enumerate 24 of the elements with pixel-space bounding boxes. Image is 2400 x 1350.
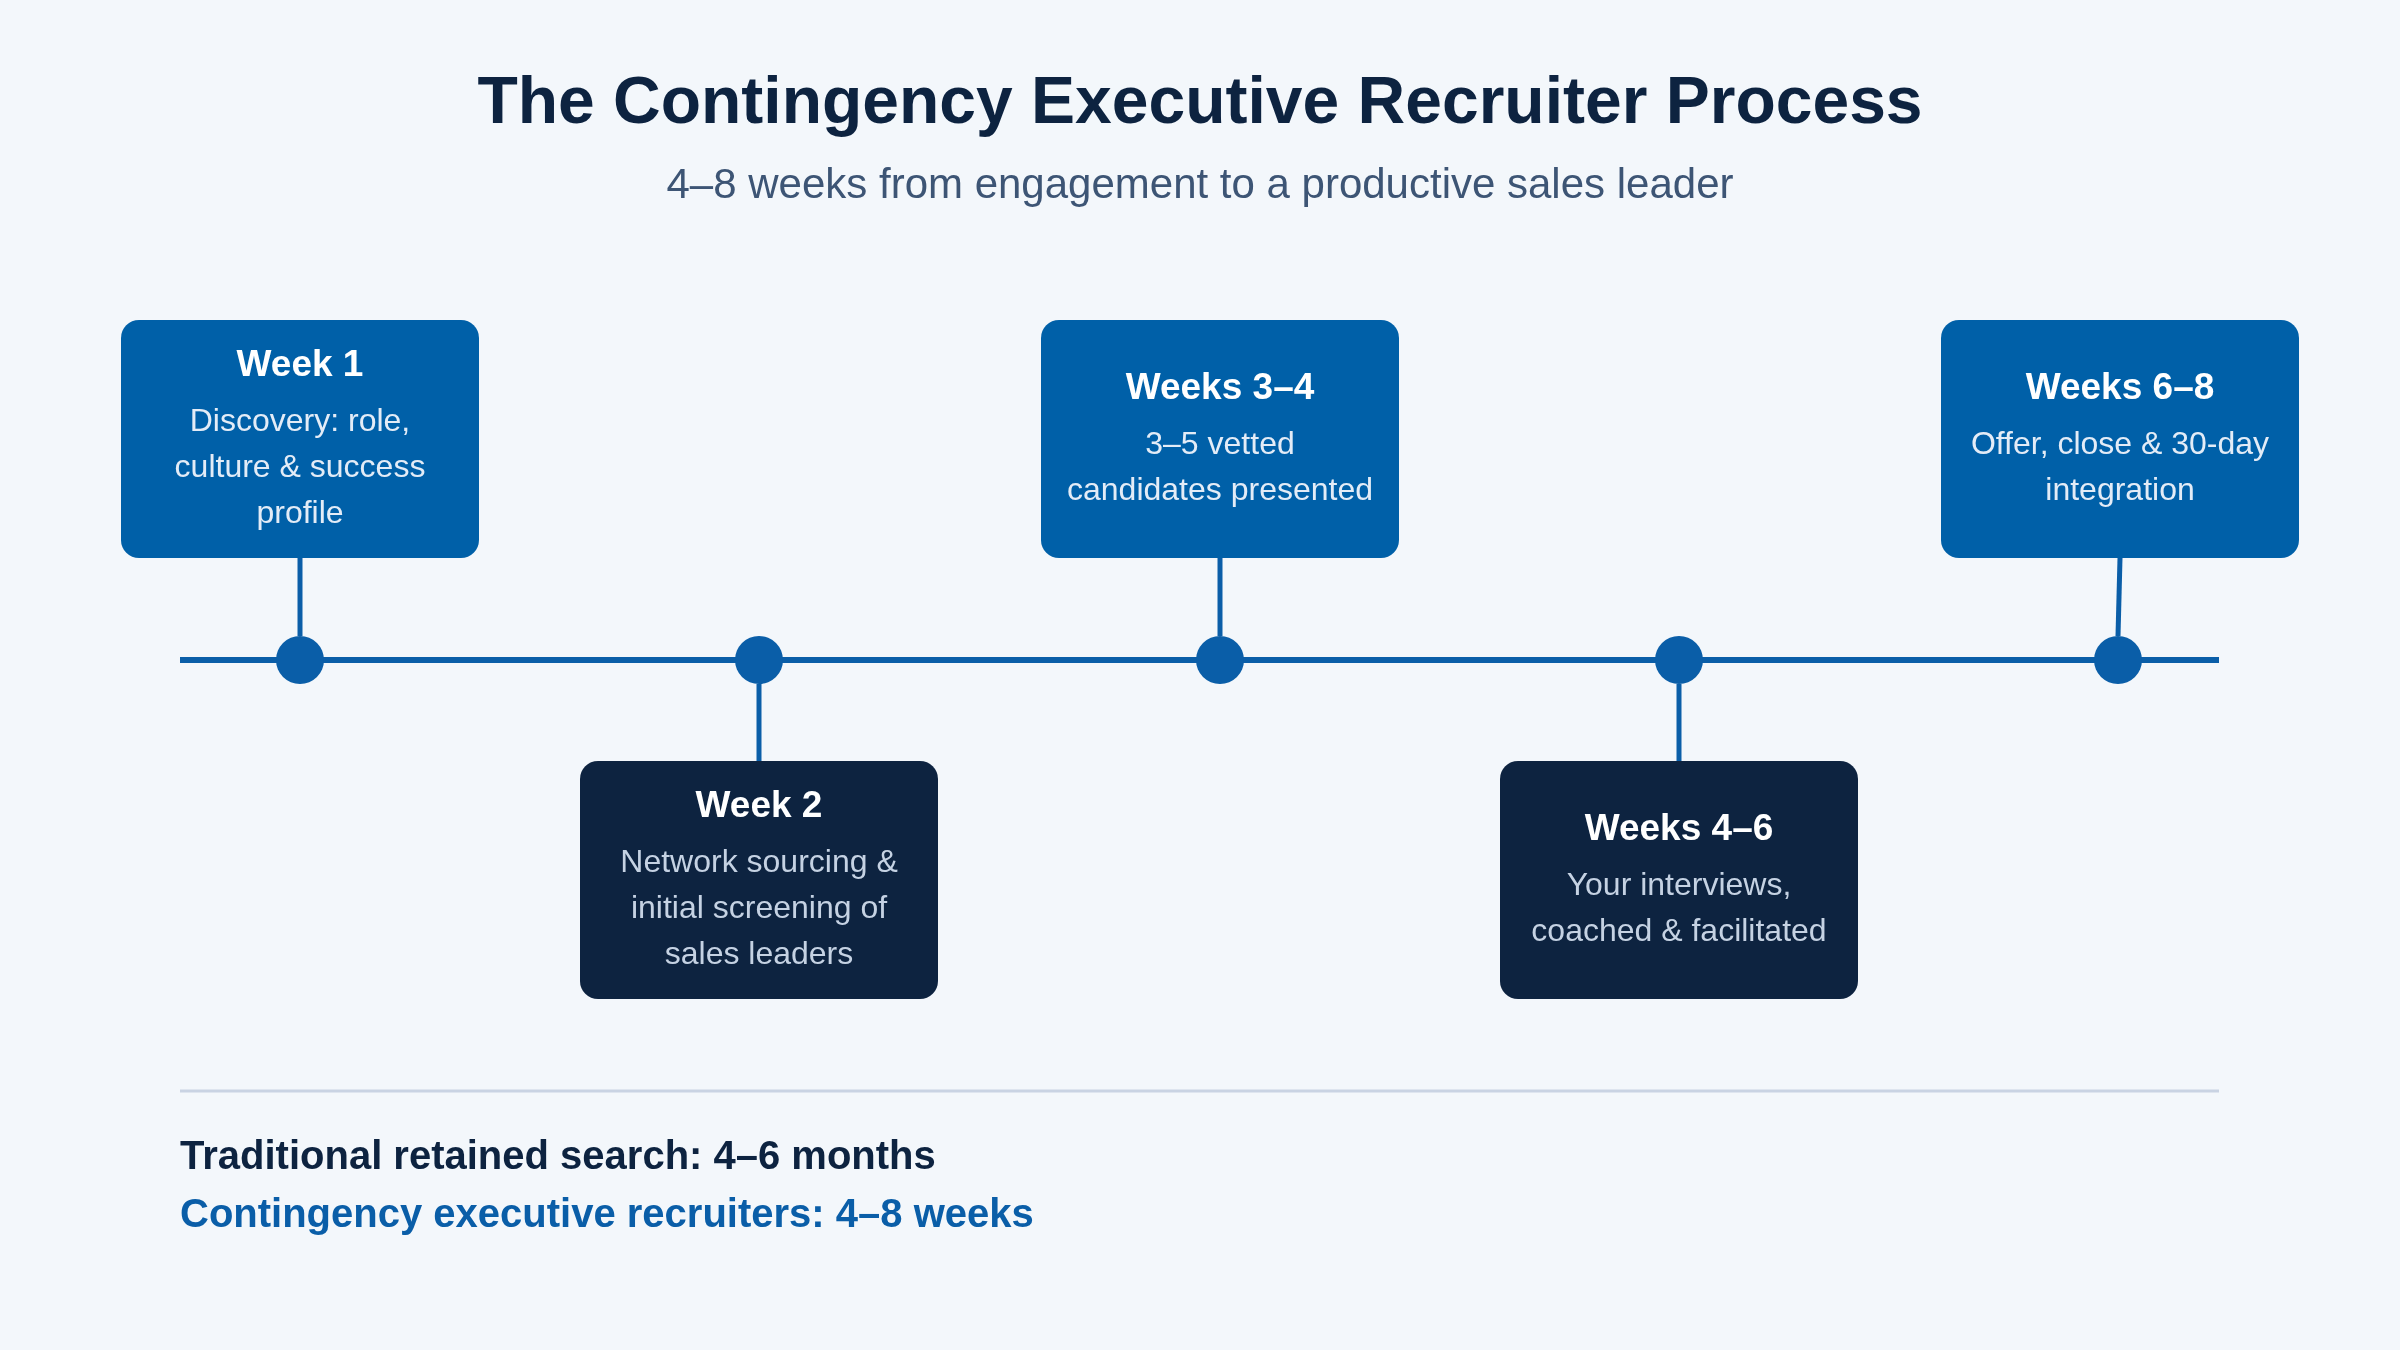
milestone-description: Discovery: role, culture & success profile — [173, 401, 427, 532]
milestone-card — [121, 320, 479, 558]
milestone-description: Your interviews, coached & facilitated — [1530, 865, 1828, 950]
comparison-note: Traditional retained search: 4–6 months — [180, 1133, 937, 1178]
milestone-heading: Weeks 4–6 — [1584, 807, 1774, 849]
milestone-description: 3–5 vetted candidates presented — [1066, 424, 1374, 509]
connector-line — [1217, 558, 1223, 636]
milestone-description: Offer, close & 30-day integration — [1969, 424, 2271, 509]
milestone-heading: Week 2 — [695, 784, 823, 826]
milestone-heading: Weeks 6–8 — [2025, 366, 2215, 408]
title: The Contingency Executive Recruiter Process — [476, 62, 1924, 138]
milestone-card — [1941, 320, 2299, 558]
milestone-card — [1041, 320, 1399, 558]
connector-line — [756, 684, 762, 761]
connector-line — [297, 558, 303, 636]
milestone-card — [580, 761, 938, 999]
milestone-heading: Weeks 3–4 — [1125, 366, 1315, 408]
milestone-card — [1500, 761, 1858, 999]
milestone-description: Network sourcing & initial screening of sales leaders — [619, 842, 899, 973]
connector-line — [1676, 684, 1682, 761]
milestone-heading: Week 1 — [236, 343, 364, 385]
comparison-note: Contingency executive recruiters: 4–8 weeks — [180, 1191, 1035, 1236]
subtitle: 4–8 weeks from engagement to a productive sales leader — [665, 160, 1735, 208]
connector-line — [2115, 557, 2123, 637]
